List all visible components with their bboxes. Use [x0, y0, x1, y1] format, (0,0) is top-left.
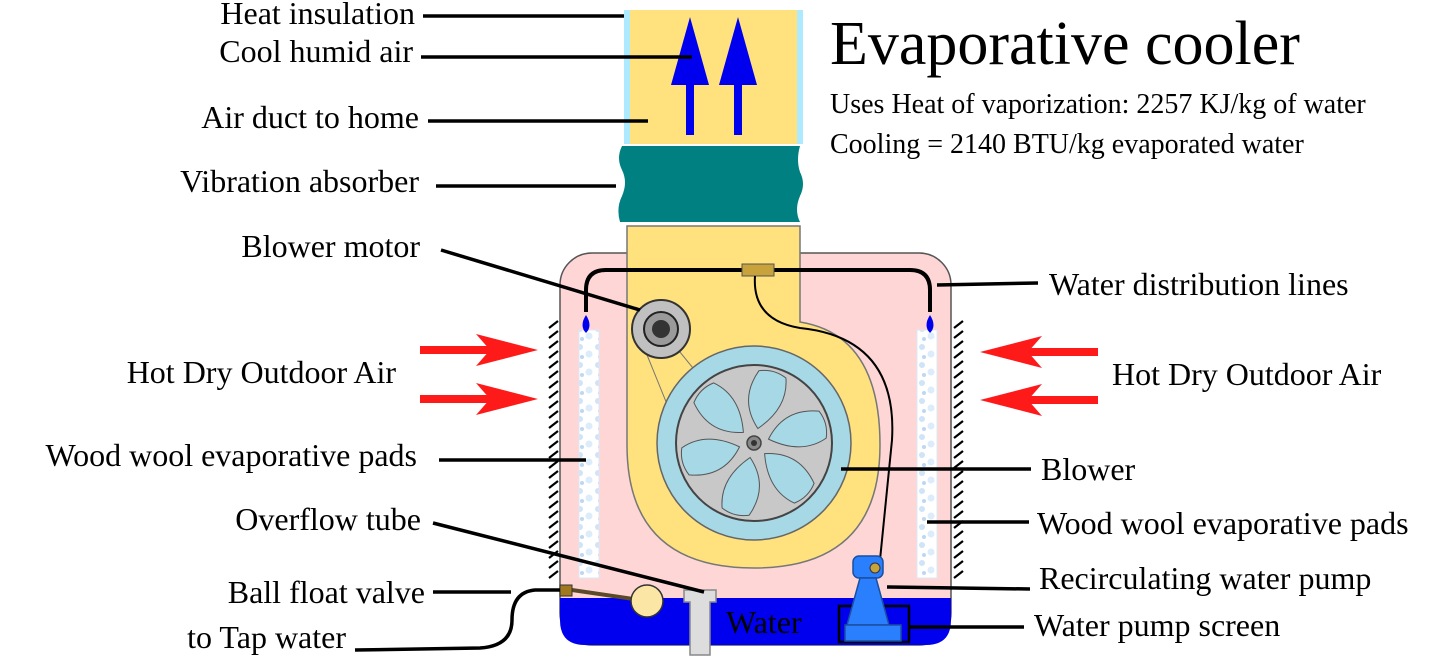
ball-float [630, 584, 664, 618]
water-drop-icon [582, 315, 590, 333]
blower-blade [767, 410, 828, 448]
leader-lines [421, 14, 1039, 629]
water-drop-icon [926, 315, 934, 333]
label-tap-water: to Tap water [187, 619, 346, 655]
up-arrow-icon [671, 17, 709, 135]
label-cool-humid-air: Cool humid air [219, 33, 413, 69]
blower-blades [680, 369, 828, 517]
recirculating-pump [844, 555, 902, 642]
label-water: Water [726, 604, 802, 640]
siding-right [953, 320, 964, 579]
wood-wool-pad-right [916, 329, 938, 579]
label-vibration-absorber: Vibration absorber [180, 163, 419, 199]
distribution-fitting [741, 263, 775, 277]
hot-air-arrow-icon [420, 383, 538, 415]
label-water-distribution: Water distribution lines [1049, 266, 1349, 302]
label-blower-motor: Blower motor [241, 228, 420, 264]
label-wood-wool-left: Wood wool evaporative pads [45, 437, 417, 473]
wood-wool-pad-left [578, 329, 600, 579]
label-hot-dry-air-left: Hot Dry Outdoor Air [127, 354, 397, 390]
supply-hose [753, 275, 894, 561]
label-pump-screen: Water pump screen [1034, 607, 1280, 643]
subtitle-line-2: Cooling = 2140 BTU/kg evaporated water [830, 129, 1304, 160]
hot-air-arrow-icon [980, 336, 1098, 368]
up-arrow-icon [719, 17, 757, 135]
subtitle-line-1: Uses Heat of vaporization: 2257 KJ/kg of… [830, 89, 1366, 120]
heat-insulation-right [797, 10, 803, 144]
label-air-duct: Air duct to home [201, 99, 419, 135]
label-heat-insulation: Heat insulation [220, 0, 415, 31]
blower-blade [748, 369, 787, 430]
heat-insulation-left [624, 10, 630, 144]
blower-blade [693, 382, 744, 433]
label-recirculating-pump: Recirculating water pump [1039, 560, 1371, 596]
air-duct [624, 10, 803, 144]
blower-blade [764, 453, 815, 504]
label-overflow-tube: Overflow tube [235, 501, 421, 537]
vibration-absorber [618, 146, 803, 222]
blower-wheel [656, 345, 852, 541]
blower-blade [721, 456, 760, 517]
label-ball-float-valve: Ball float valve [228, 574, 425, 610]
hot-air-arrow-icon [420, 334, 538, 366]
label-wood-wool-right: Wood wool evaporative pads [1037, 505, 1409, 541]
float-arm [571, 588, 641, 602]
float-valve-fitting [559, 584, 573, 597]
diagram-title: Evaporative cooler [830, 10, 1300, 78]
siding-left [548, 320, 559, 579]
blower-motor [631, 299, 691, 359]
label-blower: Blower [1041, 451, 1136, 487]
duct-body [630, 10, 797, 144]
hot-air-arrow-icon [980, 384, 1098, 416]
label-hot-dry-air-right: Hot Dry Outdoor Air [1112, 356, 1382, 392]
blower-blade [680, 438, 741, 476]
overflow-tube [683, 589, 717, 656]
tap-water-pipe [354, 588, 560, 652]
